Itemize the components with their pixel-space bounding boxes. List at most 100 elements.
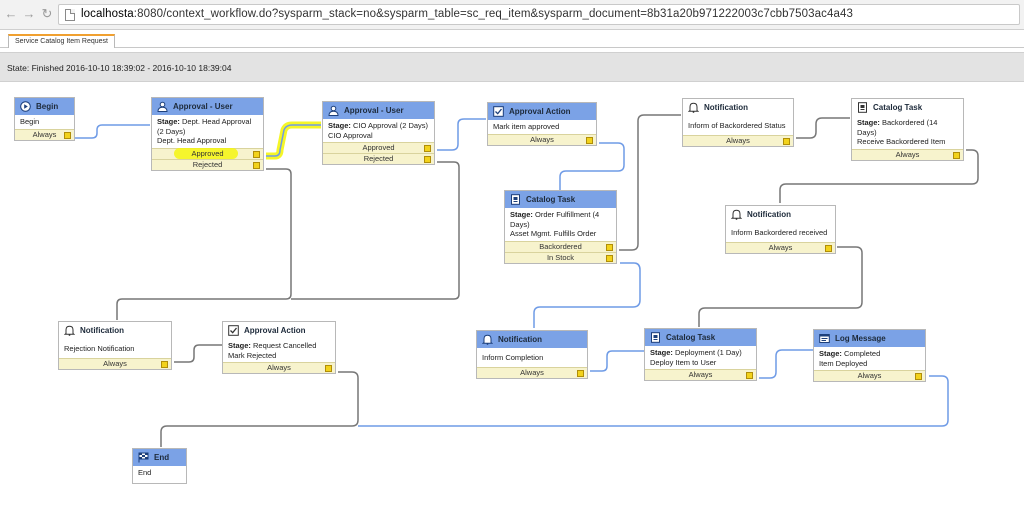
activity-header: Notification [726, 206, 835, 223]
activity-header: Notification [59, 322, 171, 339]
checkbox-icon [493, 106, 504, 117]
activity-title: Catalog Task [666, 333, 716, 342]
wire-backorder-received [779, 149, 979, 203]
activity-title: Approval Action [244, 326, 306, 335]
activity-body: Mark item approved [493, 122, 560, 131]
wire-action1-fulfill [559, 142, 625, 190]
condition-approved: Approved [152, 147, 263, 159]
condition-port[interactable] [915, 373, 922, 380]
wire-approved-highlight [266, 121, 321, 160]
activity-approval-action-approved[interactable]: Approval Action Mark item approved Alway… [487, 102, 597, 146]
tab-bar: Service Catalog Item Request [0, 30, 1024, 48]
play-icon [20, 101, 31, 112]
activity-header: Approval - User [323, 102, 434, 119]
condition-port[interactable] [577, 369, 584, 377]
condition-always: Always [59, 357, 171, 369]
activity-header: Approval Action [488, 103, 596, 120]
wire-fulfill-backorder [619, 114, 681, 251]
address-bar[interactable]: localhosta:8080/context_workflow.do?sysp… [58, 4, 1020, 25]
back-arrow-icon[interactable]: ← [4, 6, 18, 21]
task-icon [511, 194, 520, 205]
wire-log-end [358, 375, 949, 427]
activity-header: Approval Action [223, 322, 335, 339]
condition-always: Always [223, 362, 335, 373]
activity-notification-completion[interactable]: Notification Inform Completion Always [476, 330, 588, 379]
condition-port[interactable] [424, 156, 431, 163]
condition-port[interactable] [783, 137, 790, 145]
wire-approval2-action1 [437, 118, 486, 151]
activity-end[interactable]: End End [132, 448, 187, 484]
wire-begin-approval1 [73, 124, 150, 139]
activity-catalog-task-fulfill[interactable]: Catalog Task Stage: Order Fulfillment (4… [504, 190, 617, 264]
activity-log-message[interactable]: Log Message Stage: Completed Item Deploy… [813, 329, 926, 382]
log-icon [819, 334, 830, 343]
wire-rejection-action2 [174, 344, 222, 363]
wire-approval1-rejected [116, 168, 292, 320]
activity-approval-user-cio[interactable]: Approval - User Stage: CIO Approval (2 D… [322, 101, 435, 165]
wire-approval1-approval2 [266, 124, 321, 157]
bell-icon [731, 209, 742, 220]
activity-header: Log Message [814, 330, 925, 347]
checkered-flag-icon [138, 452, 149, 463]
condition-port[interactable] [253, 161, 260, 169]
activity-approval-user-dept[interactable]: Approval - User Stage: Dept. Head Approv… [151, 97, 264, 171]
condition-port[interactable] [606, 243, 613, 251]
activity-title: Notification [704, 103, 748, 112]
condition-port[interactable] [586, 136, 593, 144]
condition-port[interactable] [825, 244, 832, 252]
activity-notification-received[interactable]: Notification Inform Backordered received… [725, 205, 836, 254]
activity-body: Stage: Request Cancelled Mark Rejected [228, 341, 317, 360]
activity-begin[interactable]: Begin Begin Always [14, 97, 75, 141]
url-host: localhosta [81, 8, 134, 20]
user-icon [328, 105, 339, 116]
activity-header: Approval - User [152, 98, 263, 115]
condition-always: Always [477, 366, 587, 378]
activity-title: Approval Action [509, 107, 571, 116]
activity-body: Stage: Deployment (1 Day) Deploy Item to… [650, 348, 742, 367]
activity-approval-action-rejected[interactable]: Approval Action Stage: Request Cancelled… [222, 321, 336, 374]
activity-title: Approval - User [173, 102, 233, 111]
condition-port[interactable] [253, 150, 260, 158]
activity-header: Catalog Task [505, 191, 616, 208]
bell-icon [482, 334, 493, 345]
condition-port[interactable] [161, 360, 168, 368]
condition-always: Always [814, 370, 925, 381]
workflow-state: State: Finished 2016-10-10 18:39:02 - 20… [7, 63, 232, 73]
activity-catalog-task-deploy[interactable]: Catalog Task Stage: Deployment (1 Day) D… [644, 328, 757, 381]
activity-title: Notification [747, 210, 791, 219]
activity-notification-backorder[interactable]: Notification Inform of Backordered Statu… [682, 98, 794, 147]
page-icon [65, 9, 75, 21]
activity-body: Stage: Completed Item Deployed [819, 349, 881, 368]
condition-approved: Approved [323, 142, 434, 153]
condition-always: Always [15, 128, 74, 140]
condition-always: Always [726, 241, 835, 253]
user-icon [157, 101, 168, 112]
condition-in-stock: In Stock [505, 251, 616, 263]
wire-received-deploy [698, 246, 863, 327]
activity-body: Inform Completion [482, 353, 544, 362]
wire-notif-backorder-task [796, 117, 850, 139]
state-bar: State: Finished 2016-10-10 18:39:02 - 20… [0, 52, 1024, 82]
condition-backordered: Backordered [505, 240, 616, 252]
activity-header: Catalog Task [852, 99, 963, 116]
condition-always: Always [852, 148, 963, 160]
activity-title: Approval - User [344, 106, 404, 115]
activity-title: Notification [498, 335, 542, 344]
condition-port[interactable] [746, 372, 753, 379]
activity-header: Begin [15, 98, 74, 115]
reload-icon[interactable]: ↻ [41, 6, 53, 21]
forward-arrow-icon[interactable]: → [22, 6, 36, 21]
condition-port[interactable] [64, 131, 71, 139]
condition-port[interactable] [325, 365, 332, 372]
activity-body: Stage: Backordered (14 Days) Receive Bac… [857, 118, 946, 146]
condition-port[interactable] [606, 254, 613, 262]
activity-body: Stage: CIO Approval (2 Days) CIO Approva… [328, 121, 429, 140]
tab-service-catalog-item-request[interactable]: Service Catalog Item Request [8, 34, 115, 48]
activity-catalog-task-backorder[interactable]: Catalog Task Stage: Backordered (14 Days… [851, 98, 964, 161]
wire-complete-deploy [590, 350, 644, 372]
condition-port[interactable] [424, 145, 431, 152]
activity-notification-rejection[interactable]: Notification Rejection Notification Alwa… [58, 321, 172, 370]
task-icon [651, 332, 660, 343]
condition-port[interactable] [953, 151, 960, 159]
